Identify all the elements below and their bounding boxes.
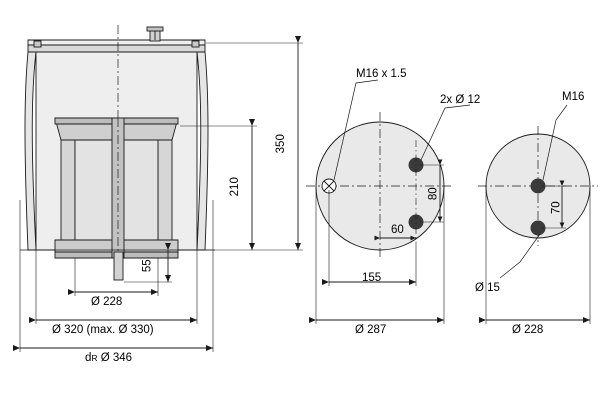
dimension-label-350: 350 bbox=[274, 134, 287, 154]
callout-label-2x-dia-12: 2x Ø 12 bbox=[440, 94, 481, 106]
dimension-label-60: 60 bbox=[391, 224, 404, 236]
dimension-label-dia-320-max-330: Ø 320 (max. Ø 330) bbox=[52, 324, 154, 336]
side-elevation-view bbox=[13, 25, 303, 352]
dimension-label-dia-287: Ø 287 bbox=[355, 324, 387, 336]
callout-label-dia-15: Ø 15 bbox=[475, 282, 500, 294]
top-plate-view bbox=[306, 79, 471, 324]
dimension-label-dia-228-side: Ø 228 bbox=[91, 296, 123, 308]
bottom-piston-view bbox=[478, 104, 598, 324]
dimension-label-55: 55 bbox=[141, 259, 154, 273]
callout-label-m16x1-5: M16 x 1.5 bbox=[356, 68, 407, 80]
dimension-label-dia-228-bottom: Ø 228 bbox=[512, 324, 544, 336]
dr-subscript: R bbox=[91, 353, 98, 363]
dr-value: Ø 346 bbox=[100, 352, 133, 364]
dimension-label-80: 80 bbox=[427, 187, 440, 201]
dimension-label-70: 70 bbox=[550, 201, 563, 215]
dr-prefix: d bbox=[85, 352, 92, 364]
dimension-label-dr-dia-346: dR Ø 346 bbox=[85, 352, 133, 365]
dimension-label-210: 210 bbox=[228, 177, 241, 197]
callout-label-m16: M16 bbox=[562, 91, 585, 103]
dimension-label-155: 155 bbox=[362, 272, 382, 284]
